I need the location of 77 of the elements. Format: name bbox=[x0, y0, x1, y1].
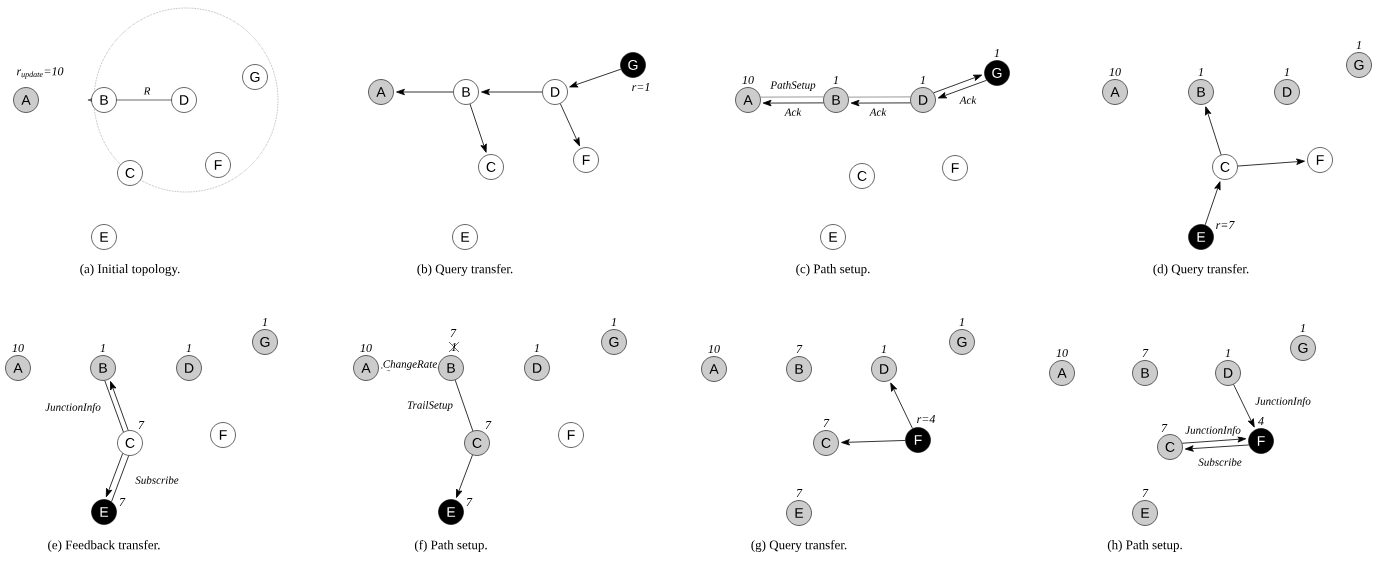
rate-label: 7 bbox=[450, 329, 457, 337]
rate-label: 7 bbox=[823, 419, 830, 427]
rate-label: 1 bbox=[1356, 41, 1361, 49]
rate-label: 10 bbox=[1109, 67, 1121, 77]
rate-label: 1 bbox=[1300, 324, 1305, 332]
rate-label: 1 bbox=[100, 344, 105, 352]
dimension-label: R bbox=[143, 87, 151, 95]
rate-label: 1 bbox=[534, 344, 539, 352]
rate-label: 7 bbox=[796, 345, 803, 353]
rate-label: 1 bbox=[1198, 68, 1203, 76]
arrow bbox=[1184, 444, 1250, 452]
rate-label: r$_{update}$=10 bbox=[16, 67, 64, 79]
panel-caption: (b) Query transfer. bbox=[417, 264, 513, 276]
rate-label: 1 bbox=[1225, 349, 1230, 357]
edge-label: TrailSetup bbox=[406, 400, 454, 412]
rate-label: 1 bbox=[611, 318, 616, 326]
rate-label: 7 bbox=[1161, 424, 1168, 432]
arrow bbox=[481, 88, 543, 96]
rate-label: 4 bbox=[1258, 417, 1264, 425]
rate-label: 1 bbox=[451, 343, 456, 351]
panel-caption: (h) Path setup. bbox=[1107, 540, 1182, 552]
rate-label: 7 bbox=[138, 421, 145, 429]
rate-label: 10 bbox=[708, 344, 720, 354]
edge-label: JunctionInfo bbox=[1184, 425, 1242, 437]
arrow bbox=[569, 68, 622, 88]
rate-label: 1 bbox=[959, 318, 964, 326]
rate-label: 7 bbox=[119, 498, 126, 506]
arrow bbox=[396, 88, 454, 96]
rate-label: 7 bbox=[796, 489, 803, 497]
arrow bbox=[937, 79, 987, 99]
arrow bbox=[1205, 106, 1222, 156]
edge-label: Ack bbox=[784, 107, 802, 117]
rate-label: 1 bbox=[881, 345, 886, 353]
arrow bbox=[762, 99, 824, 107]
rate-label: 7 bbox=[1142, 349, 1149, 357]
arrow bbox=[933, 74, 983, 94]
rate-label: r=1 bbox=[632, 83, 650, 91]
arrow bbox=[1237, 158, 1305, 167]
arrow bbox=[1204, 181, 1221, 226]
arrow bbox=[559, 103, 580, 147]
rate-label: 10 bbox=[1056, 348, 1068, 358]
rate-label: 10 bbox=[360, 343, 372, 353]
rate-label: 1 bbox=[186, 344, 191, 352]
arrow bbox=[841, 439, 906, 446]
panel-caption: (c) Path setup. bbox=[796, 264, 870, 276]
arrow bbox=[1181, 436, 1247, 444]
rate-label: r=4 bbox=[917, 415, 936, 423]
rate-label: 1 bbox=[833, 76, 838, 84]
rate-label: 10 bbox=[12, 343, 24, 353]
panel-caption: (g) Query transfer. bbox=[751, 540, 847, 552]
rate-label: 10 bbox=[742, 75, 754, 85]
rate-label: 7 bbox=[1142, 489, 1149, 497]
edge-label: Ack bbox=[869, 107, 887, 117]
edge-label: JunctionInfo bbox=[44, 402, 102, 414]
panel-caption: (e) Feedback transfer. bbox=[48, 540, 160, 552]
rate-label: 1 bbox=[262, 318, 267, 326]
edge-label: JunctionInfo bbox=[1254, 396, 1312, 408]
arrow bbox=[890, 382, 913, 429]
panel-caption: (d) Query transfer. bbox=[1153, 264, 1249, 276]
rate-label: 1 bbox=[920, 76, 925, 84]
edge-label: Subscribe bbox=[134, 475, 180, 485]
arrow bbox=[1233, 384, 1255, 428]
edge-label: PathSetup bbox=[769, 80, 817, 92]
arrow bbox=[456, 454, 473, 498]
rate-label: 1 bbox=[1284, 68, 1289, 76]
edge-label: Subscribe bbox=[1197, 457, 1243, 467]
rate-label: 1 bbox=[994, 49, 999, 57]
arrow bbox=[469, 103, 487, 153]
arrow bbox=[110, 381, 129, 431]
rate-label: 7 bbox=[485, 421, 492, 429]
arrow bbox=[850, 99, 911, 107]
edge-label: Ack bbox=[959, 95, 977, 105]
rate-label: 7 bbox=[466, 498, 473, 506]
arrow bbox=[105, 453, 124, 498]
rate-label: r=7 bbox=[1216, 221, 1235, 229]
panel-caption: (a) Initial topology. bbox=[80, 264, 180, 276]
panel-caption: (f) Path setup. bbox=[414, 540, 487, 552]
